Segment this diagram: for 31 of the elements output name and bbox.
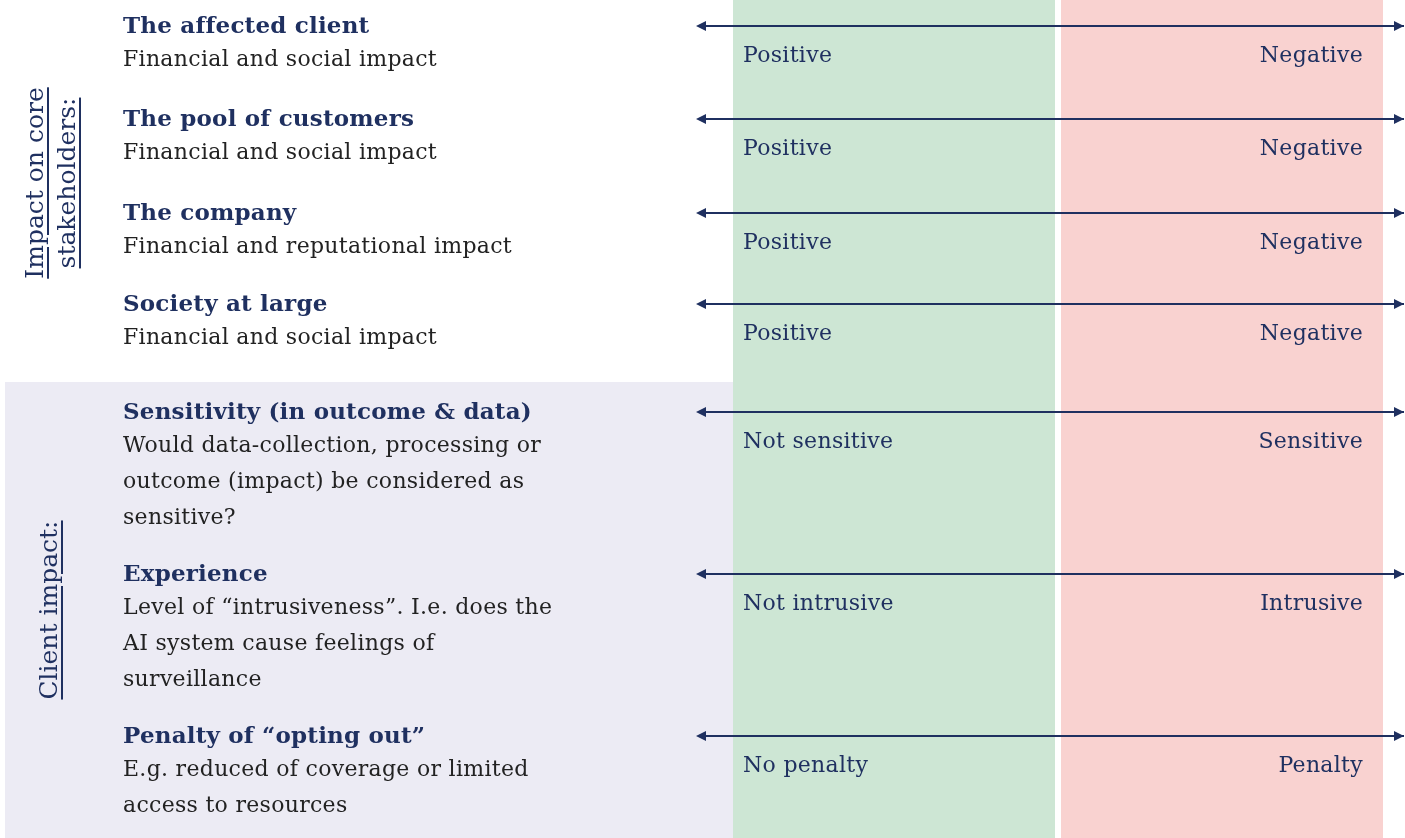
scale-right-label: Intrusive (1260, 589, 1363, 617)
row-description: Level of “intrusiveness”. I.e. does the AI system cause feelings of surveillance (123, 593, 554, 693)
row-heading: Sensitivity (in outcome & data) (123, 396, 533, 426)
scale-right-label: Negative (1259, 319, 1363, 347)
scale-right-label: Sensitive (1258, 427, 1363, 455)
scale-right-label: Negative (1259, 134, 1363, 162)
section-label: Client impact: (33, 519, 64, 702)
row-description: Financial and social impact (123, 138, 439, 166)
row-heading: Experience (123, 558, 269, 588)
row-heading: Society at large (123, 288, 329, 318)
section-band (5, 382, 733, 838)
row-description: E.g. reduced of coverage or limited access to resources (123, 755, 530, 819)
row-description: Financial and social impact (123, 323, 439, 351)
scale-right-label: Negative (1259, 228, 1363, 256)
row-heading: The company (123, 197, 298, 227)
row-heading: The affected client (123, 10, 371, 40)
scale-left-label: Positive (743, 319, 833, 347)
row-heading: The pool of customers (123, 103, 416, 133)
scale-left-label: Not intrusive (743, 589, 894, 617)
scale-right-label: Negative (1259, 41, 1363, 69)
section-label: Impact on core stakeholders: (19, 86, 82, 281)
scale-left-label: Positive (743, 41, 833, 69)
row-description: Financial and reputational impact (123, 232, 513, 260)
scale-left-label: Positive (743, 228, 833, 256)
row-description: Financial and social impact (123, 45, 439, 73)
row-description: Would data-collection, processing or outcome (impact) be considered as sensitive? (123, 431, 543, 531)
row-heading: Penalty of “opting out” (123, 720, 427, 750)
scale-left-label: Positive (743, 134, 833, 162)
scale-left-label: Not sensitive (743, 427, 894, 455)
scale-left-label: No penalty (743, 751, 869, 779)
scale-right-label: Penalty (1278, 751, 1363, 779)
